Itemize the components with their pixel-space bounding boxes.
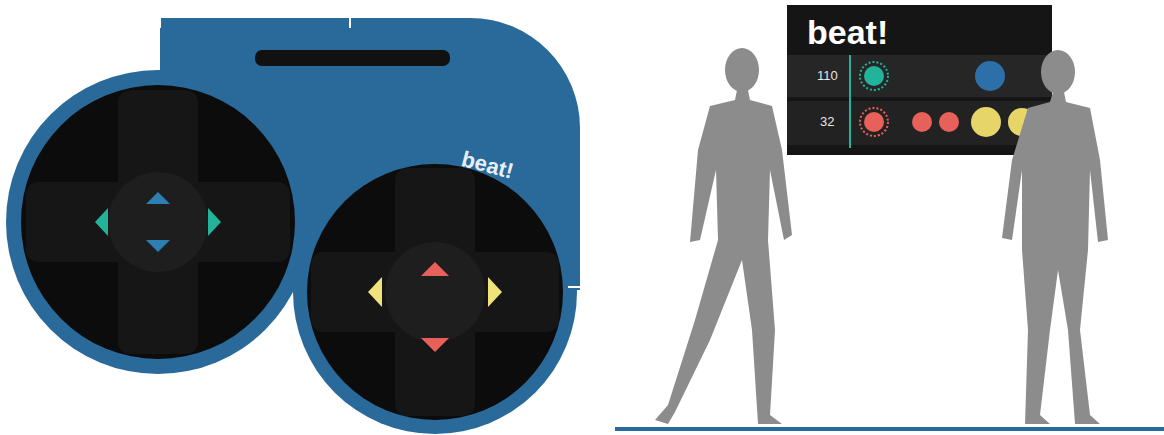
score-number: 32 (820, 115, 834, 128)
controller-body: beat! (10, 18, 580, 288)
score-row: 110 (787, 55, 1052, 97)
screen-panel: beat! 110 32 (787, 5, 1052, 155)
score-row: 32 (787, 101, 1052, 145)
screen (787, 5, 1052, 155)
score-number: 110 (817, 69, 838, 82)
logo-text: beat! (459, 148, 515, 183)
person-silhouette (1002, 50, 1108, 424)
screen-title: beat! (807, 15, 888, 49)
right-pad (307, 164, 563, 420)
controller-body (6, 18, 580, 434)
person-silhouette (655, 48, 792, 424)
floor-line (615, 427, 1164, 431)
left-pad (21, 85, 295, 359)
